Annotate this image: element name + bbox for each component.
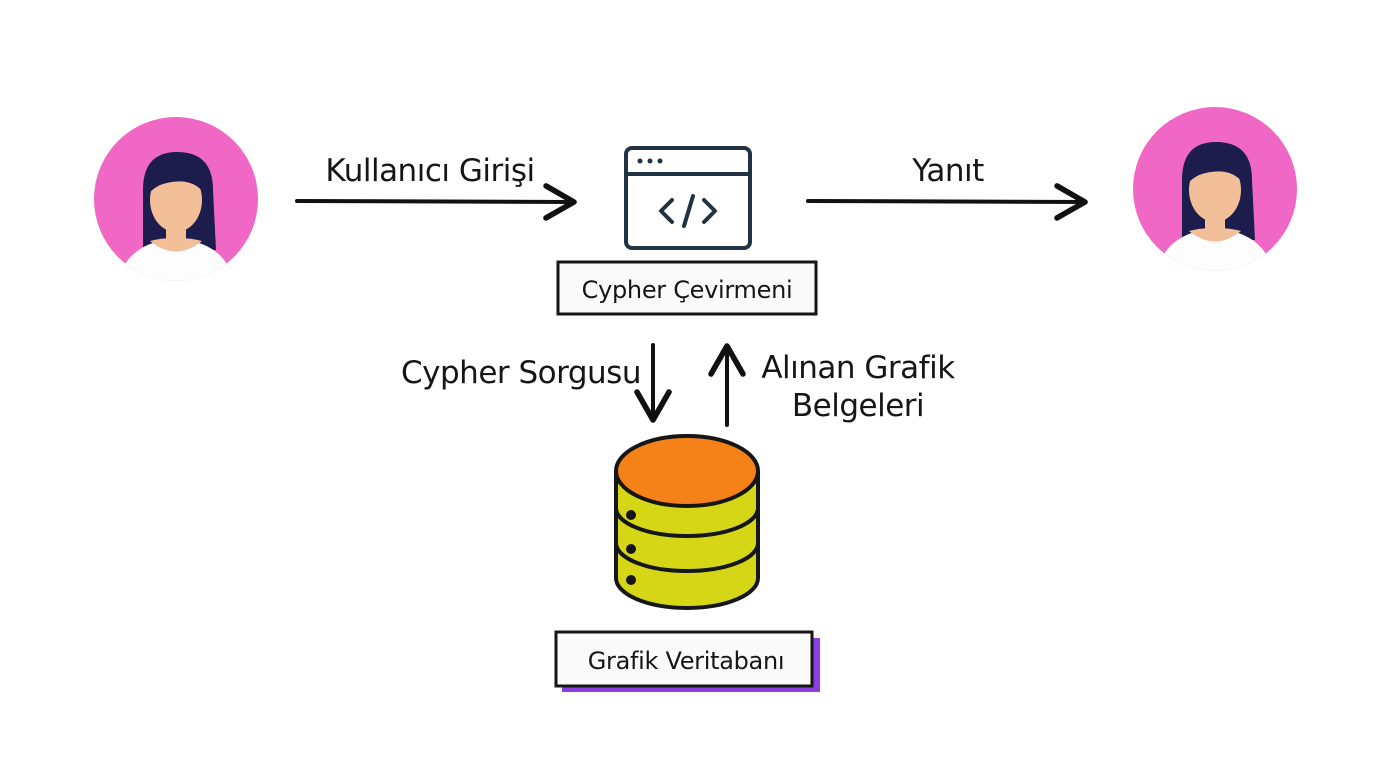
user-input-arrow — [295, 183, 577, 221]
user-avatar-icon — [94, 117, 258, 281]
translator-label-box: Cypher Çevirmeni — [556, 260, 818, 316]
database-label-box: Grafik Veritabanı — [554, 630, 820, 692]
recipient-avatar-icon — [1133, 107, 1297, 271]
response-arrow — [806, 183, 1088, 221]
translator-label: Cypher Çevirmeni — [582, 276, 793, 304]
response-label: Yanıt — [911, 153, 984, 189]
code-window-icon — [624, 146, 752, 250]
user-input-label: Kullanıcı Girişi — [325, 153, 534, 189]
retrieved-docs-label-line2: Belgeleri — [792, 388, 924, 424]
database-label: Grafik Veritabanı — [588, 647, 785, 675]
cypher-query-label: Cypher Sorgusu — [401, 355, 641, 391]
database-icon — [614, 434, 760, 610]
retrieved-docs-label-line1: Alınan Grafik — [761, 350, 955, 386]
